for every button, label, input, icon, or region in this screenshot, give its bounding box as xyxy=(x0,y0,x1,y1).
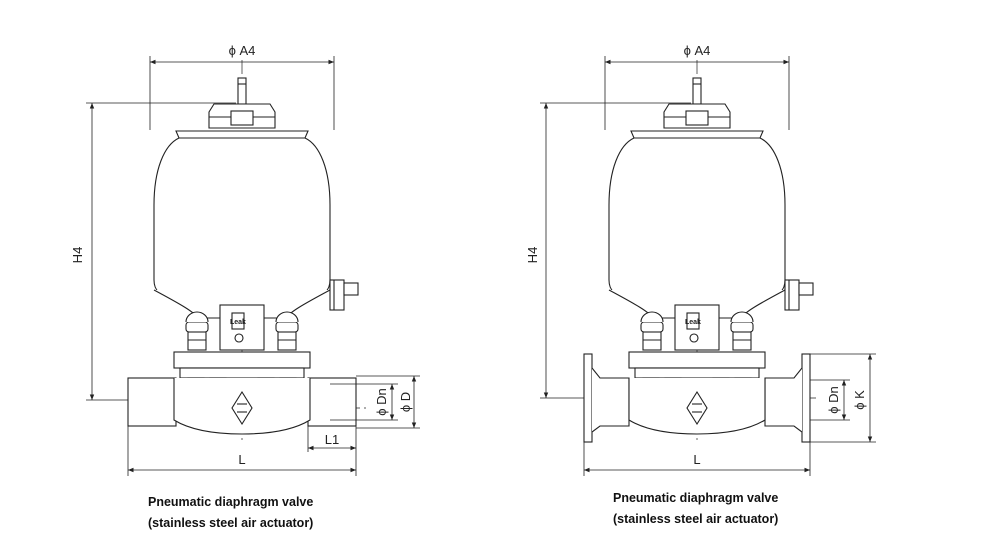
left-dim-l1: L1 xyxy=(325,432,339,447)
right-dim-dn: ϕ Dn xyxy=(826,386,841,414)
left-dim-l: L xyxy=(238,452,245,467)
right-leak-label: Leak xyxy=(685,319,701,326)
left-dim-h4: H4 xyxy=(70,247,85,264)
left-caption-line2: (stainless steel air actuator) xyxy=(148,516,314,530)
left-valve-drawing: Leak ϕ A4 H4 ϕ Dn ϕ D L1 L xyxy=(70,43,420,476)
right-valve-drawing: Leak ϕ A4 H4 ϕ Dn ϕ K L xyxy=(525,43,876,476)
left-caption-line1: Pneumatic diaphragm valve xyxy=(148,495,314,509)
right-dim-a4: ϕ A4 xyxy=(684,43,711,58)
left-leak-label: Leak xyxy=(230,319,246,326)
right-caption-line2: (stainless steel air actuator) xyxy=(613,512,779,526)
right-caption: Pneumatic diaphragm valve (stainless ste… xyxy=(613,488,778,530)
left-dim-d: ϕ D xyxy=(398,392,413,412)
right-dim-k: ϕ K xyxy=(852,390,867,410)
right-dim-l: L xyxy=(693,452,700,467)
right-caption-line1: Pneumatic diaphragm valve xyxy=(613,491,779,505)
left-dim-dn: ϕ Dn xyxy=(374,388,389,416)
right-dim-h4: H4 xyxy=(525,247,540,264)
left-caption: Pneumatic diaphragm valve (stainless ste… xyxy=(148,492,313,534)
left-dim-a4: ϕ A4 xyxy=(229,43,256,58)
